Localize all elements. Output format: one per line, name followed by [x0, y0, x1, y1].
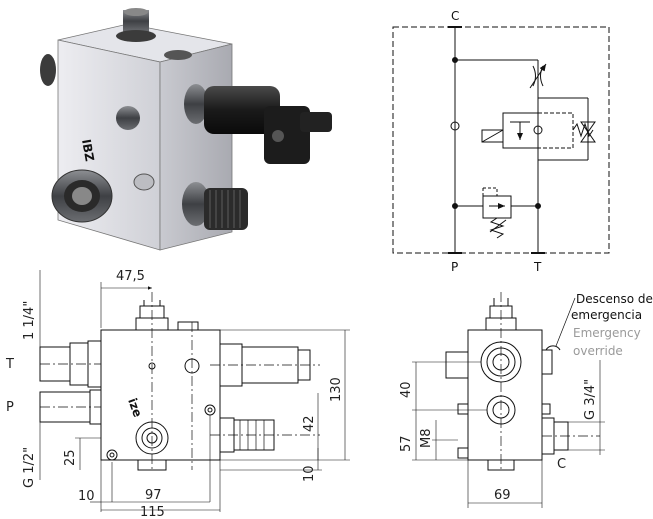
front-body	[100, 329, 221, 461]
dim-47-5: 47,5	[116, 269, 145, 284]
dim-57: 57	[399, 435, 414, 452]
dim-42: 42	[302, 415, 317, 432]
dim-m8: M8	[419, 429, 434, 449]
dim-40: 40	[399, 381, 414, 398]
schematic-port-c: C	[451, 9, 459, 23]
dim-69: 69	[494, 488, 511, 503]
port-t-label: T	[5, 357, 14, 372]
dim-97: 97	[145, 488, 162, 503]
override-note-es-2: emergencia	[571, 308, 642, 322]
dim-10-bottom: 10	[78, 489, 95, 504]
side-port-c: C	[557, 457, 566, 472]
thread-c: G 3/4"	[583, 379, 598, 420]
schematic-frame	[392, 26, 610, 254]
dim-25: 25	[63, 449, 78, 466]
override-note-en-1: Emergency	[573, 326, 641, 340]
thread-t: 1 1/4"	[22, 301, 37, 340]
hydraulic-schematic	[392, 26, 610, 254]
override-note-en-2: override	[573, 344, 623, 358]
schematic-port-t: T	[533, 260, 542, 274]
side-view	[412, 292, 605, 508]
side-body	[467, 329, 543, 461]
front-brand: ize	[125, 396, 145, 419]
dim-130: 130	[329, 377, 344, 402]
port-p-label: P	[6, 400, 14, 415]
isometric-render: IBZ	[40, 8, 332, 251]
dim-115: 115	[140, 505, 165, 519]
override-note-es-1: Descenso de	[576, 292, 653, 306]
render-brand: IBZ	[79, 138, 97, 163]
schematic-port-p: P	[451, 260, 458, 274]
front-view	[39, 270, 350, 512]
dim-10-right: 10	[302, 465, 317, 482]
thread-p: G 1/2"	[22, 447, 37, 488]
